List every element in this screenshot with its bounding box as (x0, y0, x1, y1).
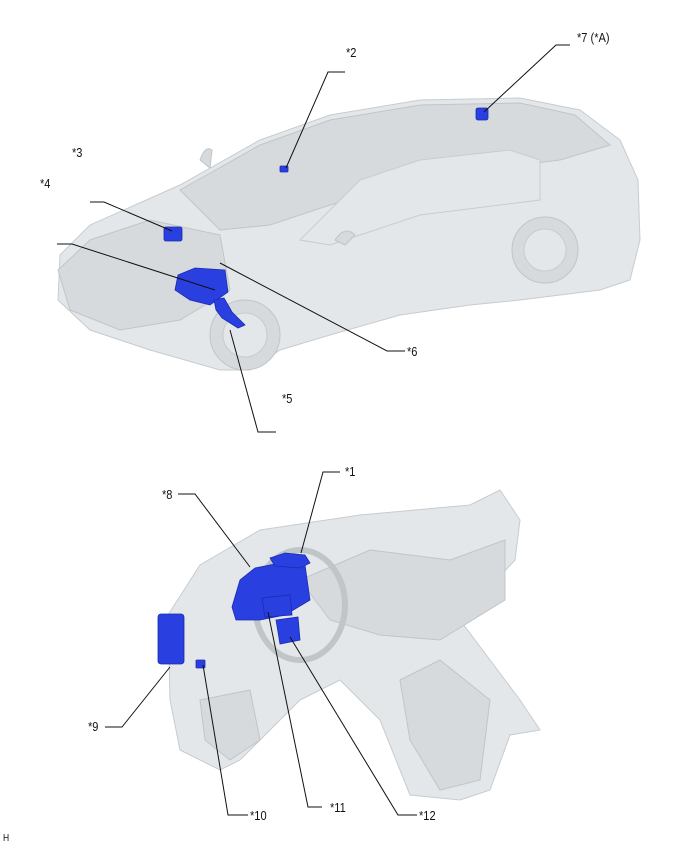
callout-5: *5 (282, 391, 293, 406)
callout-10: *10 (250, 808, 267, 823)
callout-7: *7 (*A) (577, 30, 610, 45)
component-12 (275, 616, 301, 645)
callout-8: *8 (162, 487, 173, 502)
exterior-components (163, 107, 489, 329)
callout-11: *11 (330, 800, 346, 815)
callout-12: *12 (419, 808, 436, 823)
interior-leader-lines (105, 471, 417, 816)
component-1 (269, 552, 311, 569)
exterior-leader-lines (57, 44, 570, 433)
interior-components (157, 552, 311, 669)
callout-9: *9 (88, 719, 99, 734)
callout-1: *1 (345, 464, 356, 479)
vehicle-interior-illustration (167, 489, 541, 801)
component-9 (157, 613, 185, 665)
component-3 (163, 226, 183, 242)
callout-4: *4 (40, 176, 51, 191)
callout-6: *6 (407, 344, 418, 359)
component-11 (261, 594, 293, 618)
vehicle-exterior-illustration (57, 97, 641, 371)
component-4-6 (174, 267, 229, 306)
callout-2: *2 (346, 45, 357, 60)
figure-code: H (3, 833, 10, 844)
callout-3: *3 (72, 145, 83, 160)
component-5 (213, 297, 246, 329)
